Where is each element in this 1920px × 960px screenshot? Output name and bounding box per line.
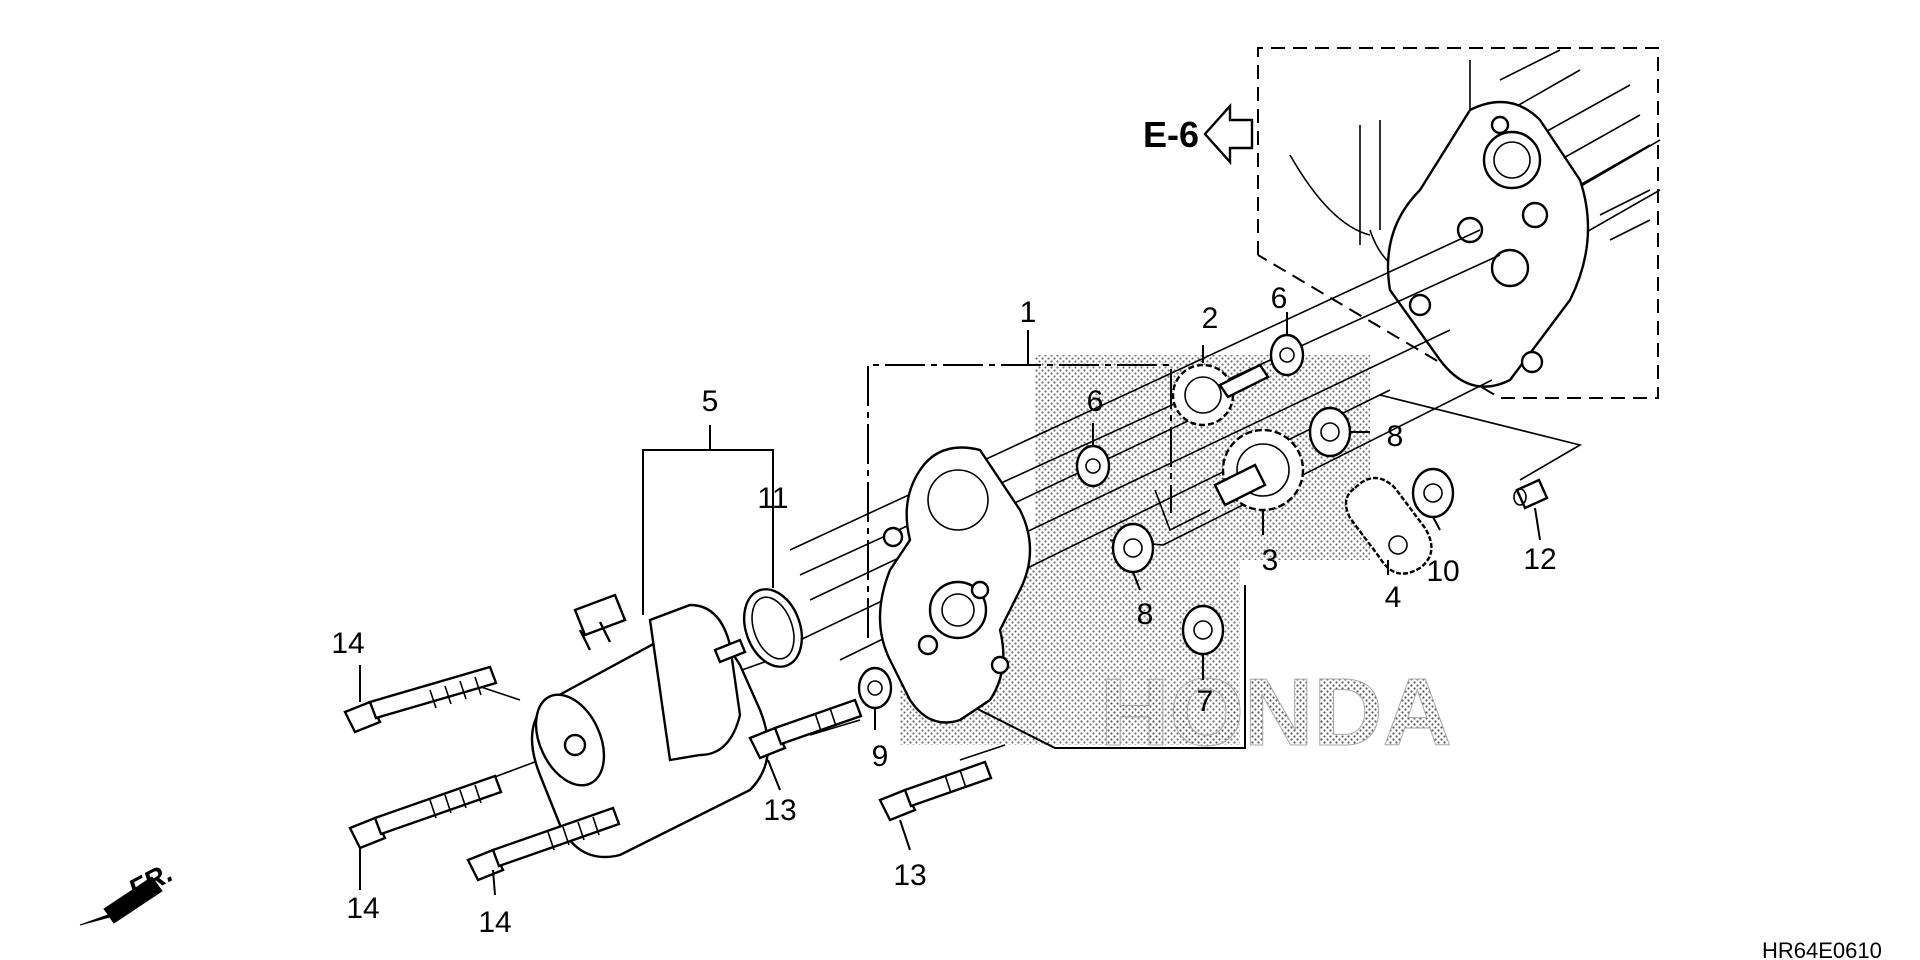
callout-14-upper: 14 xyxy=(331,627,364,660)
part-14-bolt-upper xyxy=(343,665,498,734)
part-13-bolt-lower xyxy=(878,760,993,822)
part-7-bearing xyxy=(1181,604,1225,656)
part-6-bearing-lower xyxy=(1075,444,1111,488)
part-13-bolt-upper xyxy=(748,698,863,760)
part-12-dowel-pin xyxy=(1513,478,1549,510)
part-10-bearing xyxy=(1411,467,1455,519)
callout-8-upper: 8 xyxy=(1387,420,1404,453)
callout-7: 7 xyxy=(1197,685,1214,718)
part-11-o-ring xyxy=(742,588,804,668)
callout-5: 5 xyxy=(702,385,719,418)
part-3-gear xyxy=(1213,428,1305,512)
callout-leaders xyxy=(359,312,1541,896)
bracket-part-1 xyxy=(867,364,1172,638)
part-14-bolt-lower xyxy=(466,806,621,882)
callout-13-upper: 13 xyxy=(763,794,796,827)
diagram-code: HR64E0610 xyxy=(1762,938,1882,960)
callout-14-middle: 14 xyxy=(346,892,379,925)
callout-2: 2 xyxy=(1202,302,1219,335)
reference-label: E-6 xyxy=(1143,114,1199,155)
part-1-housing-cover xyxy=(878,446,1032,724)
part-8-bearing-lower xyxy=(1111,522,1155,574)
part-2-gear xyxy=(1171,363,1270,427)
callout-9: 9 xyxy=(872,740,889,773)
callout-12: 12 xyxy=(1523,543,1556,576)
part-8-bearing-upper xyxy=(1308,406,1352,458)
part-14-bolt-middle xyxy=(348,774,503,850)
part-4-shift-arm xyxy=(1344,476,1433,575)
callout-1: 1 xyxy=(1020,296,1037,329)
bracket-part-1-lower xyxy=(939,585,1246,749)
bracket-part-5 xyxy=(642,449,774,615)
callout-4: 4 xyxy=(1385,581,1402,614)
part-6-bearing-upper xyxy=(1269,333,1305,377)
part-5-motor xyxy=(530,593,770,859)
callout-3: 3 xyxy=(1262,544,1279,577)
reference-arrow-icon xyxy=(1203,102,1254,166)
callout-14-lower: 14 xyxy=(478,906,511,939)
front-arrow-icon xyxy=(79,876,163,926)
svg-text:HONDA: HONDA xyxy=(1100,659,1452,766)
crankcase-inset xyxy=(1257,47,1661,399)
callout-6-upper: 6 xyxy=(1271,282,1288,315)
callout-8-lower: 8 xyxy=(1137,598,1154,631)
callout-13-lower: 13 xyxy=(893,859,926,892)
callout-11: 11 xyxy=(757,482,788,515)
part-9-washer xyxy=(857,666,893,710)
callout-10: 10 xyxy=(1426,555,1459,588)
callout-6-lower: 6 xyxy=(1087,385,1104,418)
